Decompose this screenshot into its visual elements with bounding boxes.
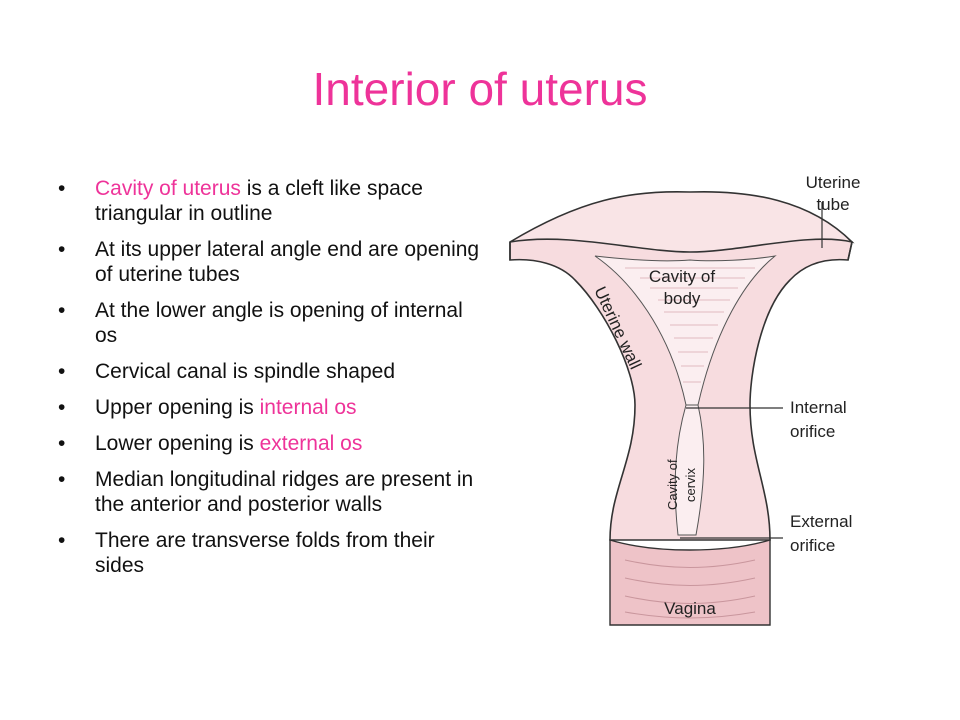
tube-end-right [847, 241, 853, 261]
label-uterine-tube: Uterine [806, 173, 861, 192]
bullet-item: •At its upper lateral angle end are open… [58, 238, 480, 286]
bullet-text: Upper opening is [95, 396, 260, 419]
label-internal-orifice: Internal [790, 398, 847, 417]
bullet-item: •Lower opening is external os [58, 432, 363, 455]
cavity-striations [625, 267, 755, 383]
bullet-text: Lower opening is [95, 432, 260, 455]
label-vagina: Vagina [664, 599, 716, 618]
bullet-text: There are transverse folds from their si… [95, 529, 435, 577]
label-cavity-of-body-2: body [664, 289, 701, 308]
bullet-highlight: external os [259, 432, 363, 455]
label-external-orifice: External [790, 512, 852, 531]
bullet-item: •There are transverse folds from their s… [58, 529, 435, 577]
bullet-item: •Cavity of uterus is a cleft like space … [58, 177, 423, 225]
bullet-list: •Cavity of uterus is a cleft like space … [58, 176, 488, 589]
bullet-highlight: Cavity of uterus [95, 177, 241, 200]
label-cavity-of-body: Cavity of [649, 267, 715, 286]
vaginal-rugae [624, 559, 756, 619]
label-uterine-tube-2: tube [816, 195, 849, 214]
bullet-highlight: internal os [259, 396, 357, 419]
bullet-item: •At the lower angle is opening of intern… [58, 299, 463, 347]
label-cavity-of-cervix: Cavity of [665, 459, 680, 510]
uterus-diagram-svg: Uterine tube Cavity of body Uterine wall… [509, 173, 861, 626]
cavity-of-body-shape [594, 255, 777, 406]
slide-title: Interior of uterus [312, 63, 648, 115]
fundus-shape [509, 190, 855, 253]
bullet-text: Median longitudinal ridges are present i… [95, 468, 474, 516]
bullet-item: •Upper opening is internal os [58, 396, 357, 419]
bullet-text: is a cleft like space triangular in outl… [95, 177, 423, 225]
label-external-orifice-2: orifice [790, 536, 835, 555]
label-cavity-of-cervix-2: cervix [683, 468, 698, 502]
bullet-text: Cervical canal is spindle shaped [95, 360, 395, 383]
bullet-item: •Cervical canal is spindle shaped [58, 360, 395, 383]
uterus-diagram: Uterine tube Cavity of body Uterine wall… [500, 160, 940, 630]
vagina-shape [609, 539, 771, 626]
bullet-text: At its upper lateral angle end are openi… [95, 238, 480, 286]
label-internal-orifice-2: orifice [790, 422, 835, 441]
bullet-text: At the lower angle is opening of interna… [95, 299, 463, 347]
cervical-canal-shape [674, 404, 705, 536]
bullet-item: •Median longitudinal ridges are present … [58, 468, 474, 516]
